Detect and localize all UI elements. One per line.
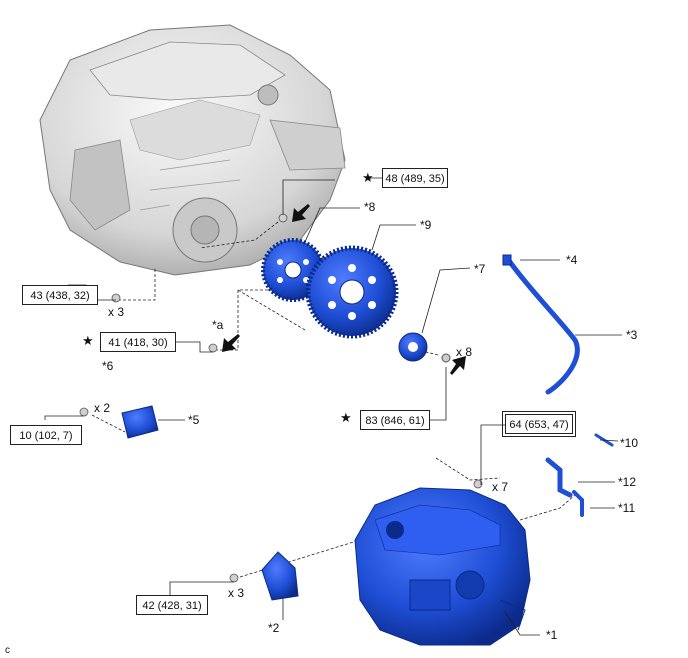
- callout-7: *7: [474, 262, 486, 276]
- bracket-5: [121, 405, 159, 439]
- bracket-2: [261, 551, 299, 601]
- callout-12: *12: [618, 475, 637, 489]
- callout-6: *6: [102, 359, 114, 373]
- callout-10: *10: [620, 436, 639, 450]
- quantity-64: x 7: [492, 480, 509, 494]
- torque-spec-83: 83 (846, 61): [360, 410, 430, 430]
- oil-cooler-hose: [502, 254, 580, 395]
- engine-assembly: [39, 24, 346, 276]
- torque-spec-42: 42 (428, 31): [136, 595, 208, 615]
- torque-spec-10: 10 (102, 7): [10, 425, 82, 445]
- bolts: [79, 213, 483, 583]
- callout-3: *3: [626, 328, 638, 342]
- callout-2: *2: [268, 621, 280, 635]
- spacer-plate: [398, 332, 428, 362]
- engine-leaders: [91, 221, 576, 578]
- quantity-43: x 3: [108, 305, 125, 319]
- arrows: [222, 204, 466, 375]
- callout-4: *4: [566, 253, 578, 267]
- flywheel-large: [305, 245, 399, 339]
- callout-a: *a: [212, 318, 224, 332]
- quantity-42: x 3: [228, 586, 245, 600]
- quantity-83: x 8: [456, 345, 473, 359]
- callout-9: *9: [420, 218, 432, 232]
- callout-5: *5: [188, 413, 200, 427]
- bolt-83: [441, 353, 451, 363]
- star-icon: ★: [82, 334, 94, 349]
- torque-spec-64: 64 (653, 47): [502, 411, 576, 437]
- star-icon: ★: [362, 171, 374, 186]
- callout-11: *11: [618, 501, 636, 515]
- callout-1: *1: [546, 628, 558, 642]
- hose-fittings: [545, 433, 614, 517]
- transaxle-assembly: [354, 487, 531, 646]
- torque-spec-48: 48 (489, 35): [382, 168, 448, 188]
- quantity-10: x 2: [94, 401, 111, 415]
- torque-spec-43: 43 (438, 32): [22, 285, 98, 305]
- callout-8: *8: [364, 200, 376, 214]
- star-icon: ★: [340, 411, 352, 426]
- torque-spec-41: 41 (418, 30): [100, 332, 176, 352]
- corner-mark: c: [5, 645, 10, 656]
